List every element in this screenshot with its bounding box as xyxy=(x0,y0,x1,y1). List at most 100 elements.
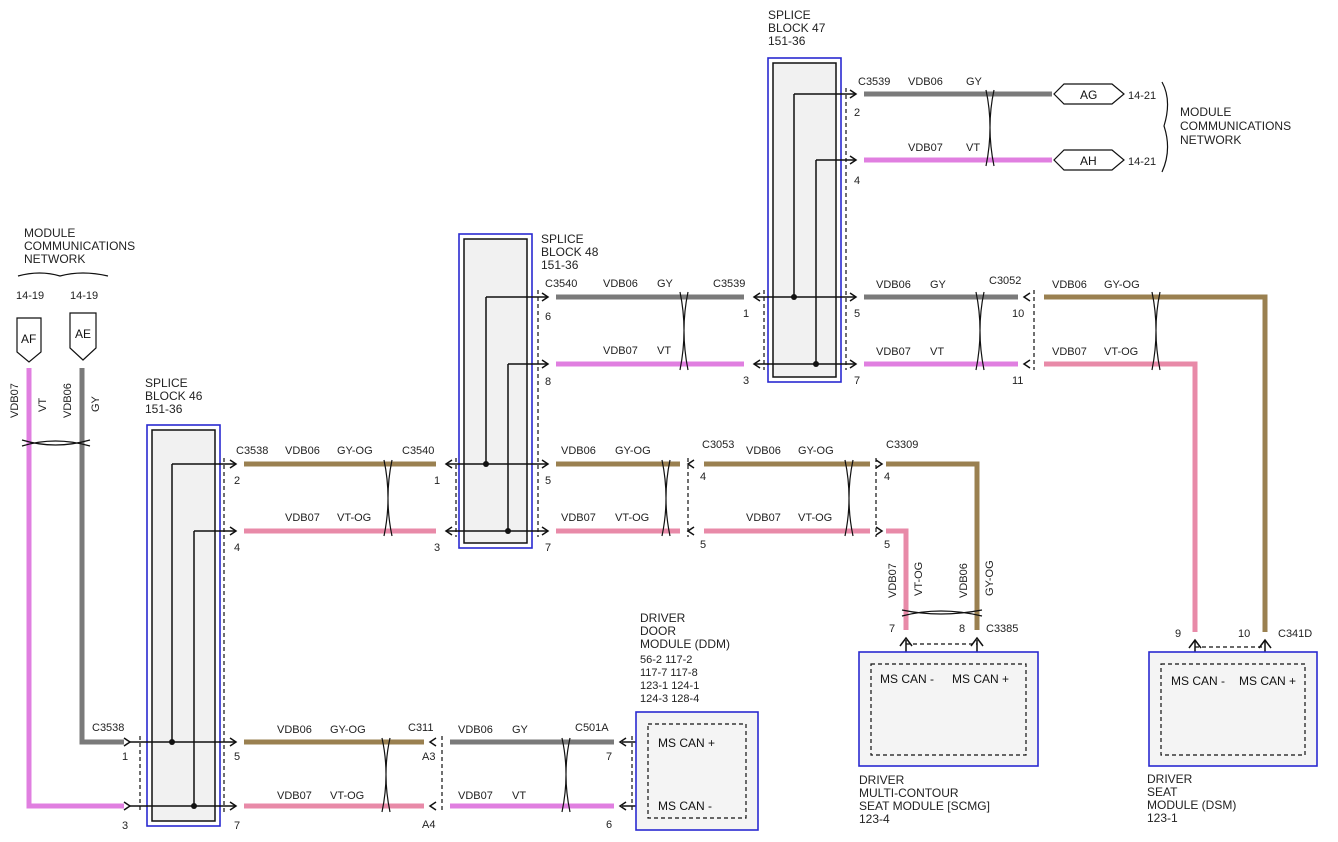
svg-text:A3: A3 xyxy=(422,751,435,763)
svg-text:VT: VT xyxy=(657,345,671,357)
svg-text:MODULE (DSM): MODULE (DSM) xyxy=(1147,798,1236,812)
svg-text:10: 10 xyxy=(1238,628,1250,640)
offpage-ag[interactable]: AG xyxy=(1053,83,1125,105)
svg-text:VT-OG: VT-OG xyxy=(913,562,925,596)
svg-text:VT-OG: VT-OG xyxy=(337,512,371,524)
splice-block-47[interactable] xyxy=(754,57,856,383)
dsm-module[interactable]: MS CAN - MS CAN + xyxy=(1148,651,1318,767)
svg-text:C3309: C3309 xyxy=(886,439,918,451)
svg-text:VDB07: VDB07 xyxy=(561,512,596,524)
svg-text:C3053: C3053 xyxy=(702,439,734,451)
svg-text:SEAT: SEAT xyxy=(1147,785,1178,799)
svg-text:VDB06: VDB06 xyxy=(458,724,493,736)
svg-text:5: 5 xyxy=(234,751,240,763)
twist-left xyxy=(21,439,91,447)
svg-text:5: 5 xyxy=(545,475,551,487)
splice-block-46[interactable] xyxy=(130,424,236,827)
dsm-label: DRIVER SEAT MODULE (DSM) 123-1 xyxy=(1147,772,1236,825)
svg-text:1: 1 xyxy=(434,475,440,487)
offpage-af[interactable]: AF xyxy=(16,317,42,363)
ddm-label: DRIVER DOOR MODULE (DDM) 56-2 117-2 117-… xyxy=(640,611,730,705)
svg-text:4: 4 xyxy=(700,471,706,483)
svg-text:1: 1 xyxy=(122,751,128,763)
svg-text:MS CAN -: MS CAN - xyxy=(1171,674,1225,688)
splice-block-48-label: SPLICE BLOCK 48 151-36 xyxy=(541,232,599,272)
svg-text:VT: VT xyxy=(966,142,980,154)
offpage-ah[interactable]: AH xyxy=(1053,149,1125,171)
svg-text:117-7 117-8: 117-7 117-8 xyxy=(640,667,698,679)
svg-text:14-21: 14-21 xyxy=(1128,156,1156,168)
svg-text:VDB06: VDB06 xyxy=(62,383,74,418)
splice-block-46-label: SPLICE BLOCK 46 151-36 xyxy=(145,376,203,416)
svg-text:7: 7 xyxy=(889,623,895,635)
svg-text:DRIVER: DRIVER xyxy=(859,773,905,787)
svg-text:VT-OG: VT-OG xyxy=(615,512,649,524)
svg-text:C3538: C3538 xyxy=(236,445,268,457)
svg-text:VT: VT xyxy=(512,790,526,802)
svg-text:GY: GY xyxy=(930,279,947,291)
svg-text:VDB07: VDB07 xyxy=(1052,346,1087,358)
svg-text:VDB06: VDB06 xyxy=(746,445,781,457)
connector-chevrons xyxy=(123,89,1031,811)
svg-text:SPLICE: SPLICE xyxy=(768,8,811,22)
svg-text:GY: GY xyxy=(657,278,674,290)
svg-text:C3385: C3385 xyxy=(986,623,1018,635)
svg-text:GY: GY xyxy=(90,395,102,412)
svg-text:VDB07: VDB07 xyxy=(9,383,21,418)
svg-text:6: 6 xyxy=(606,819,612,831)
svg-text:GY-OG: GY-OG xyxy=(337,445,373,457)
svg-text:151-36: 151-36 xyxy=(541,258,579,272)
svg-text:AG: AG xyxy=(1080,88,1097,102)
ddm-module[interactable]: MS CAN + MS CAN - xyxy=(635,711,759,831)
svg-text:GY-OG: GY-OG xyxy=(615,445,651,457)
svg-text:VDB07: VDB07 xyxy=(603,345,638,357)
svg-text:4: 4 xyxy=(234,542,240,554)
svg-text:GY: GY xyxy=(966,76,983,88)
svg-text:5: 5 xyxy=(854,308,860,320)
svg-text:VT: VT xyxy=(37,398,49,412)
wire-vtog-to-scmg xyxy=(886,528,909,630)
svg-text:4: 4 xyxy=(854,175,860,187)
offpage-ae[interactable]: AE xyxy=(69,312,97,361)
scmg-module[interactable]: MS CAN - MS CAN + xyxy=(858,651,1039,767)
svg-text:A4: A4 xyxy=(422,819,435,831)
svg-text:C501A: C501A xyxy=(575,722,609,734)
svg-text:VDB06: VDB06 xyxy=(285,445,320,457)
svg-text:GY-OG: GY-OG xyxy=(798,445,834,457)
svg-text:3: 3 xyxy=(434,542,440,554)
splice-block-48[interactable] xyxy=(446,233,548,549)
svg-text:SPLICE: SPLICE xyxy=(541,232,584,246)
wire-vtog-to-dsm xyxy=(1044,361,1198,632)
svg-text:MULTI-CONTOUR: MULTI-CONTOUR xyxy=(859,786,959,800)
svg-text:151-36: 151-36 xyxy=(145,402,183,416)
svg-text:GY-OG: GY-OG xyxy=(330,724,366,736)
svg-text:VDB06: VDB06 xyxy=(603,278,638,290)
svg-text:2: 2 xyxy=(854,107,860,119)
svg-text:MS CAN +: MS CAN + xyxy=(952,672,1009,686)
svg-text:4: 4 xyxy=(884,471,890,483)
svg-text:3: 3 xyxy=(122,820,128,832)
svg-text:C3540: C3540 xyxy=(545,278,577,290)
svg-text:VT-OG: VT-OG xyxy=(798,512,832,524)
svg-text:DRIVER: DRIVER xyxy=(1147,772,1193,786)
svg-text:VDB06: VDB06 xyxy=(1052,279,1087,291)
wire-gyog-to-scmg xyxy=(886,461,980,630)
svg-text:VDB07: VDB07 xyxy=(277,790,312,802)
splice-block-47-label: SPLICE BLOCK 47 151-36 xyxy=(768,8,826,48)
svg-text:VT: VT xyxy=(930,346,944,358)
svg-text:C3540: C3540 xyxy=(402,445,434,457)
svg-text:8: 8 xyxy=(545,376,551,388)
svg-text:MODULE (DDM): MODULE (DDM) xyxy=(640,637,730,651)
svg-text:5: 5 xyxy=(884,539,890,551)
svg-text:C341D: C341D xyxy=(1278,628,1312,640)
svg-text:NETWORK: NETWORK xyxy=(1180,133,1241,147)
svg-text:DOOR: DOOR xyxy=(640,624,676,638)
svg-text:7: 7 xyxy=(854,375,860,387)
svg-text:BLOCK 48: BLOCK 48 xyxy=(541,245,599,259)
svg-text:BLOCK 46: BLOCK 46 xyxy=(145,389,203,403)
svg-text:VT-OG: VT-OG xyxy=(330,790,364,802)
svg-text:VDB07: VDB07 xyxy=(908,142,943,154)
svg-text:NETWORK: NETWORK xyxy=(24,252,85,266)
svg-text:10: 10 xyxy=(1012,308,1024,320)
